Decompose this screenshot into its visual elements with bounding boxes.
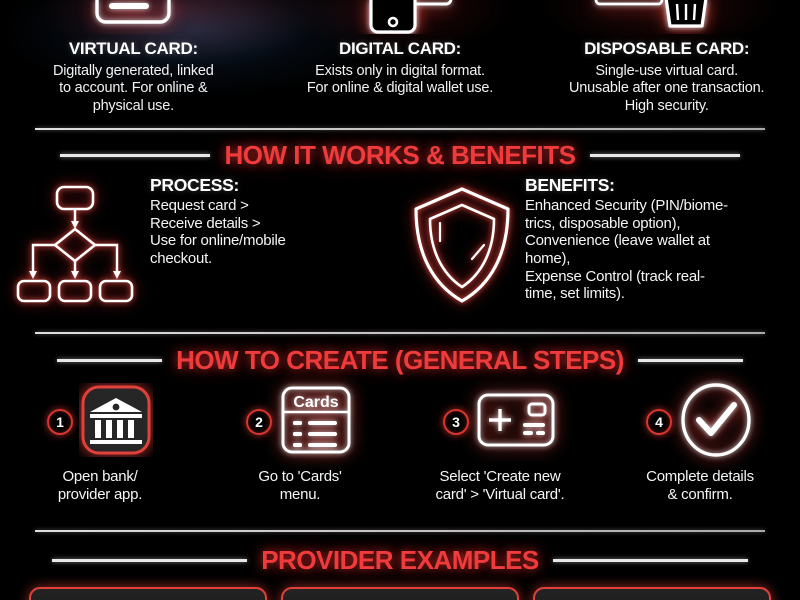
works-benefits-row: PROCESS: Request card > Receive details … [0,175,800,325]
process-block: PROCESS: Request card > Receive details … [0,175,400,325]
step-caption: Open bank/ provider app. [57,468,143,503]
step-caption: Complete details & confirm. [646,468,754,503]
heading-text: HOW TO CREATE (GENERAL STEPS) [176,345,624,375]
flowchart-icon [0,175,150,303]
check-circle-icon [678,382,754,463]
benefits-heading: BENEFITS: [525,175,615,195]
steps-row: 1 Open bank/ [0,382,800,522]
section-heading-how-it-works: HOW IT WORKS & BENEFITS [0,140,800,171]
step-number-badge: 3 [443,409,469,435]
benefits-lines: Enhanced Security (PIN/biome- trics, dis… [525,197,728,303]
step-icon-group: 4 [646,382,754,462]
heading-line-right [589,154,740,157]
divider-rule [35,530,765,532]
cards-icon-label: Cards [293,394,338,411]
shield-icon [400,175,525,308]
provider-box[interactable] [533,587,771,600]
step-number-badge: 4 [646,409,672,435]
card-type-description: Single-use virtual card. Unusable after … [569,62,765,115]
process-lines: Request card > Receive details > Use for… [150,197,286,268]
step-4: 4 Complete details & confirm. [600,382,800,522]
divider-rule [35,332,765,334]
card-type-title: DIGITAL CARD: [339,39,462,58]
step-number-badge: 2 [246,409,272,435]
process-text: PROCESS: Request card > Receive details … [150,175,400,268]
step-icon-group: 3 [443,382,557,462]
cards-menu-icon: Cards [278,384,354,461]
divider-rule [35,128,765,130]
bank-building-icon [79,383,153,462]
card-type-description: Digitally generated, linked to account. … [53,62,214,115]
card-type-disposable: DISPOSABLE CARD: Single-use virtual card… [533,0,800,122]
section-heading-provider-examples: PROVIDER EXAMPLES [0,545,800,576]
heading-text: HOW IT WORKS & BENEFITS [224,140,576,170]
step-number-badge: 1 [47,409,73,435]
benefits-block: BENEFITS: Enhanced Security (PIN/biome- … [400,175,800,325]
mobile-phone-card-icon [267,0,534,34]
step-icon-group: 1 [47,382,153,462]
step-caption: Go to 'Cards' menu. [258,468,342,503]
heading-line-left [57,359,163,362]
card-type-title: DISPOSABLE CARD: [584,39,750,58]
provider-boxes-row [0,587,800,600]
step-1: 1 Open bank/ [0,382,200,522]
section-heading-how-to-create: HOW TO CREATE (GENERAL STEPS) [0,345,800,376]
benefits-text: BENEFITS: Enhanced Security (PIN/biome- … [525,175,800,303]
card-type-digital: DIGITAL CARD: Exists only in digital for… [267,0,534,122]
card-type-description: Exists only in digital format. For onlin… [306,62,494,97]
step-2: 2 Cards Go to 'Cards' [200,382,400,522]
step-3: 3 Select 'Create new card' > 'Virtual c [400,382,600,522]
step-caption: Select 'Create new card' > 'Virtual card… [435,468,565,503]
heading-text: PROVIDER EXAMPLES [261,545,539,575]
card-type-virtual: VIRTUAL CARD: Digitally generated, linke… [0,0,267,122]
provider-box[interactable] [29,587,267,600]
heading-line-right [552,559,748,562]
heading-line-left [60,154,211,157]
provider-box[interactable] [281,587,519,600]
card-type-title: VIRTUAL CARD: [68,39,198,58]
credit-card-icon [0,0,267,34]
add-card-icon [475,389,557,456]
heading-line-right [637,359,743,362]
trash-card-icon [533,0,800,34]
step-icon-group: 2 Cards [246,382,354,462]
process-heading: PROCESS: [150,175,240,195]
heading-line-left [52,559,248,562]
card-types-row: VIRTUAL CARD: Digitally generated, linke… [0,0,800,122]
